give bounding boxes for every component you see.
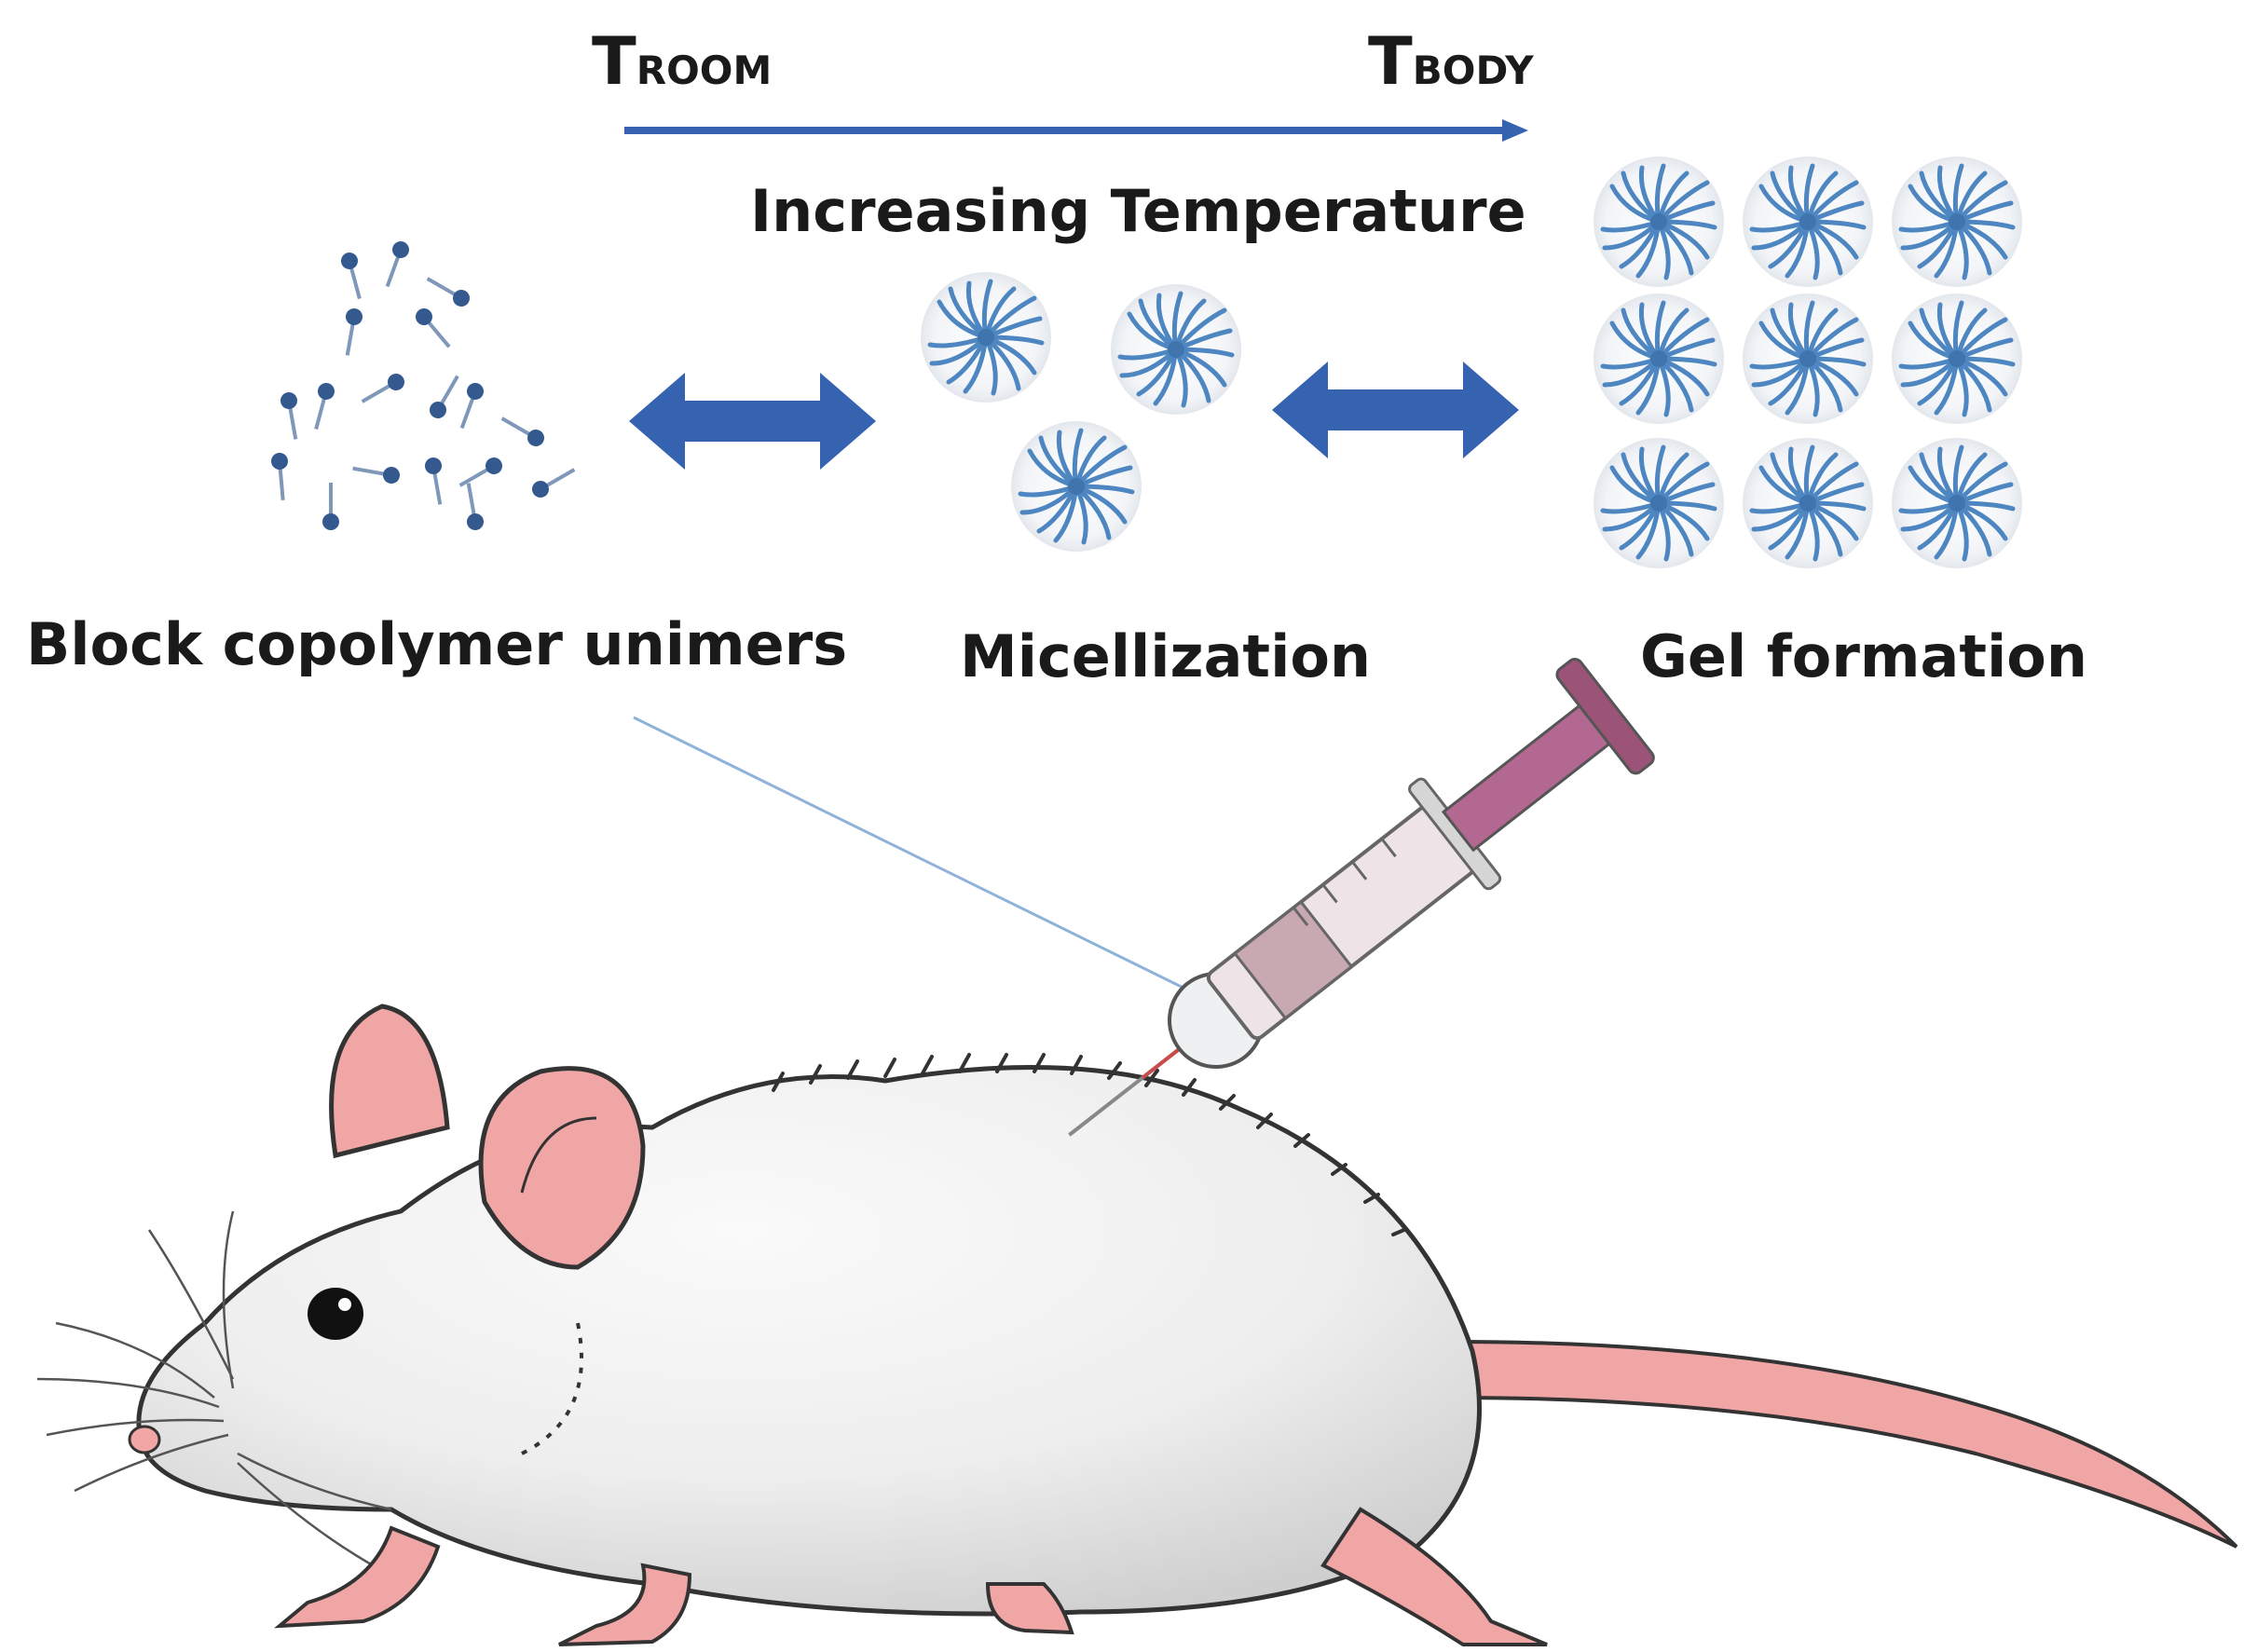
temp-end-main: T	[1368, 23, 1413, 100]
micelle-group	[921, 272, 1241, 552]
mouse-nose	[128, 1425, 161, 1454]
mouse-tail	[1452, 1339, 2238, 1549]
stage-label-unimers: Block copolymer unimers	[26, 610, 848, 678]
mouse-belly-foot	[985, 1582, 1074, 1635]
unimer-cluster	[268, 237, 581, 534]
mouse-whiskers	[36, 1210, 392, 1567]
temp-start-sub: ROOM	[636, 48, 773, 93]
temp-end-label: TBODY	[1368, 23, 1534, 100]
temp-caption: Increasing Temperature	[750, 177, 1526, 245]
pointer-line	[633, 716, 1203, 999]
mouse-front-foot-2	[558, 1563, 692, 1646]
mouse-front-foot	[274, 1525, 441, 1629]
mouse-ear-back	[329, 1003, 450, 1159]
mouse-ear-front	[478, 1066, 646, 1270]
temp-start-main: T	[592, 23, 636, 100]
temperature-axis	[624, 119, 1528, 142]
mouse-body	[136, 1064, 1482, 1617]
gel-lattice	[1594, 157, 2022, 568]
temp-start-label: TROOM	[592, 23, 772, 100]
equilibrium-arrow-1	[629, 373, 876, 470]
stage-label-micellization: Micellization	[960, 622, 1372, 690]
stage-label-gel: Gel formation	[1640, 622, 2087, 690]
mouse-illustration	[36, 1003, 2238, 1646]
temp-end-sub: BODY	[1412, 48, 1534, 93]
mouse-eye	[308, 1288, 363, 1340]
mouse-hind-foot	[1320, 1507, 1548, 1646]
syringe	[1068, 658, 1655, 1137]
equilibrium-arrow-2	[1272, 362, 1519, 458]
